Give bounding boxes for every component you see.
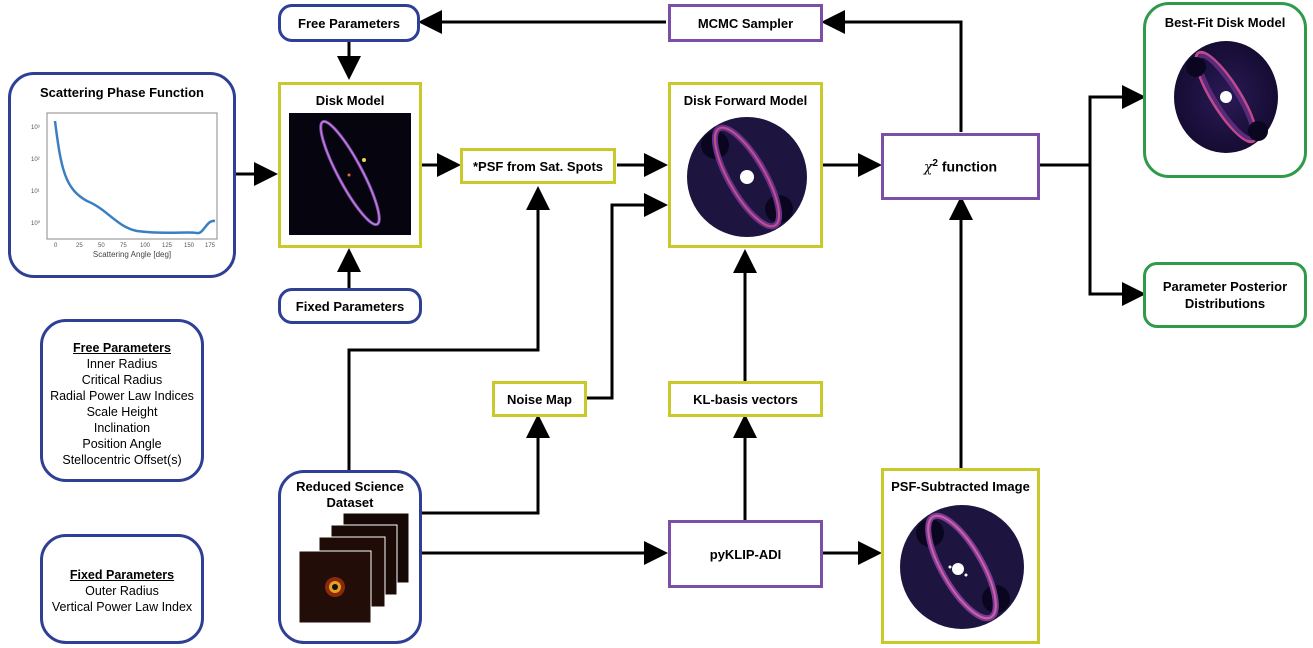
fixed-list-item: Vertical Power Law Index: [51, 600, 193, 614]
psf-subtracted-image: [900, 505, 1024, 629]
free-parameters-node: Free Parameters: [278, 4, 420, 42]
fixed-list-item: Outer Radius: [85, 584, 159, 598]
free-parameters-label: Free Parameters: [298, 15, 400, 31]
spf-xtick: 150: [184, 243, 195, 249]
psf-sat-spots-node: *PSF from Sat. Spots: [460, 148, 616, 184]
free-list-item: Scale Height: [86, 405, 158, 419]
free-list-item: Radial Power Law Indices: [50, 389, 194, 403]
best-fit-label: Best-Fit Disk Model: [1164, 15, 1286, 30]
fixed-parameters-list: Fixed Parameters Outer Radius Vertical P…: [40, 534, 204, 644]
spf-xtick: 0: [54, 243, 58, 249]
arrow-chi2-to-posterior: [1088, 165, 1146, 306]
arrow-chi2-to-bestfit: [1088, 85, 1146, 165]
fixed-parameters-node: Fixed Parameters: [278, 288, 422, 324]
posterior-label-line1: Parameter Posterior: [1162, 279, 1288, 294]
chi2-label: χ2 function: [924, 158, 997, 176]
spf-ytick: 10⁰: [31, 220, 41, 227]
posterior-node: Parameter Posterior Distributions: [1143, 262, 1307, 328]
pyklip-adi-label: pyKLIP-ADI: [709, 546, 782, 562]
disk-forward-model-label: Disk Forward Model: [683, 93, 808, 108]
arrow-noise-to-forward: [587, 193, 668, 400]
disk-model-label: Disk Model: [315, 93, 385, 108]
fixed-parameters-label: Fixed Parameters: [295, 298, 405, 314]
mcmc-sampler-node: MCMC Sampler: [668, 4, 823, 42]
spf-xtick: 125: [162, 243, 173, 249]
free-list-item: Critical Radius: [81, 373, 163, 387]
best-fit-image: [1174, 41, 1278, 153]
arrow-reduced-to-psf: [347, 186, 550, 470]
disk-forward-model-node: Disk Forward Model: [668, 82, 823, 248]
posterior-label-line2: Distributions: [1184, 296, 1266, 311]
chi2-function-node: χ2 function: [881, 133, 1040, 200]
disk-forward-model-image: [687, 117, 807, 237]
fixed-list-header: Fixed Parameters: [69, 568, 175, 582]
psf-subtracted-node: PSF-Subtracted Image: [881, 468, 1040, 644]
free-parameters-list: Free Parameters Inner Radius Critical Ra…: [40, 319, 204, 482]
kl-basis-node: KL-basis vectors: [668, 381, 823, 417]
arrow-chi2-to-mcmc: [821, 10, 963, 132]
scattering-phase-function-node: Scattering Phase Function 0 25 50 75 100…: [8, 72, 236, 278]
pyklip-adi-node: pyKLIP-ADI: [668, 520, 823, 588]
spf-xtick: 25: [76, 243, 83, 249]
spf-xlabel: Scattering Angle [deg]: [93, 250, 171, 259]
spf-xtick: 50: [98, 243, 105, 249]
spf-xtick: 75: [120, 243, 127, 249]
reduced-science-image-stack: [298, 512, 410, 624]
free-list-item: Stellocentric Offset(s): [62, 453, 182, 467]
noise-map-node: Noise Map: [492, 381, 587, 417]
best-fit-node: Best-Fit Disk Model: [1143, 2, 1307, 178]
reduced-label-line2: Dataset: [326, 495, 374, 510]
spf-ytick: 10²: [31, 157, 40, 163]
psf-sat-spots-label: *PSF from Sat. Spots: [472, 158, 604, 174]
free-list-item: Inclination: [93, 421, 151, 435]
reduced-label-line1: Reduced Science: [296, 479, 404, 494]
chi-function-text: function: [937, 158, 998, 175]
mcmc-sampler-label: MCMC Sampler: [697, 15, 794, 31]
reduced-science-node: Reduced Science Dataset: [278, 470, 422, 644]
chi-symbol: χ: [923, 159, 933, 176]
chi-exponent: 2: [932, 157, 938, 169]
spf-ytick: 10³: [31, 125, 40, 131]
spf-ytick: 10¹: [31, 189, 40, 195]
kl-basis-label: KL-basis vectors: [693, 391, 798, 407]
free-list-item: Position Angle: [82, 437, 162, 451]
disk-model-node: Disk Model: [278, 82, 422, 248]
disk-model-image: [289, 113, 411, 235]
spf-plot: 0 25 50 75 100 125 150 175 10³ 10² 10¹ 1…: [31, 112, 218, 259]
free-list-header: Free Parameters: [73, 341, 171, 355]
free-list-item: Inner Radius: [86, 357, 158, 371]
spf-xtick: 100: [140, 243, 151, 249]
spf-xtick: 175: [205, 243, 216, 249]
noise-map-label: Noise Map: [506, 391, 572, 407]
psf-subtracted-label: PSF-Subtracted Image: [891, 479, 1030, 494]
spf-title: Scattering Phase Function: [40, 85, 204, 100]
arrow-reduced-to-noise: [422, 414, 550, 515]
